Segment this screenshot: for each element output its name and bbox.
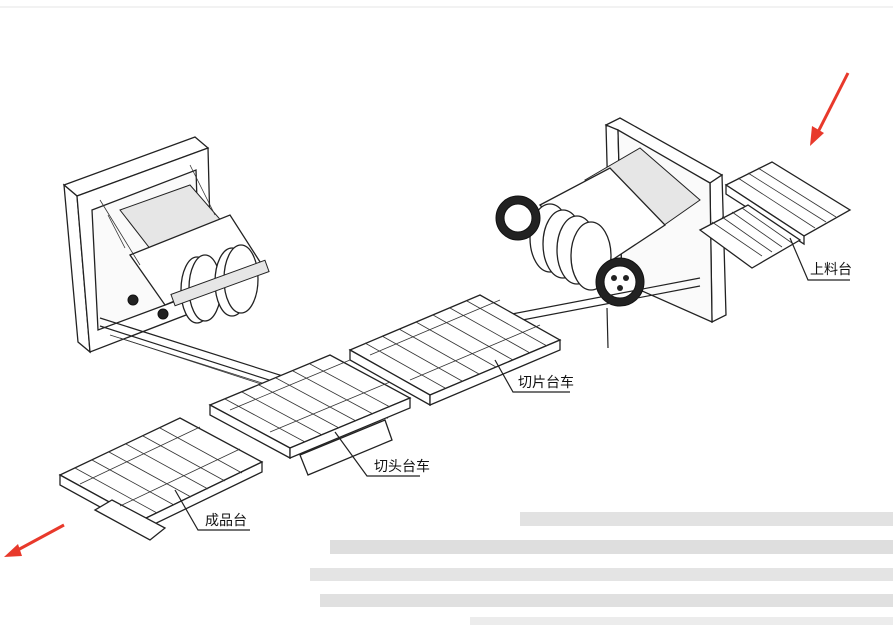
callout-leaders [174,237,850,531]
label-loading-table: 上料台 [810,262,852,278]
right-slicing-machine [469,117,727,349]
arrow-down-left-icon [810,72,850,146]
blurred-region [310,512,893,625]
arrow-down-left-icon [4,523,65,557]
left-cutting-machine [62,136,391,419]
label-head-cutting-cart: 切头台车 [374,458,430,475]
slicing-cart [348,294,562,407]
label-finished-table: 成品台 [205,513,247,529]
loading-table [698,161,852,269]
finished-table [58,417,264,541]
label-slicing-cart: 切片台车 [518,374,574,391]
